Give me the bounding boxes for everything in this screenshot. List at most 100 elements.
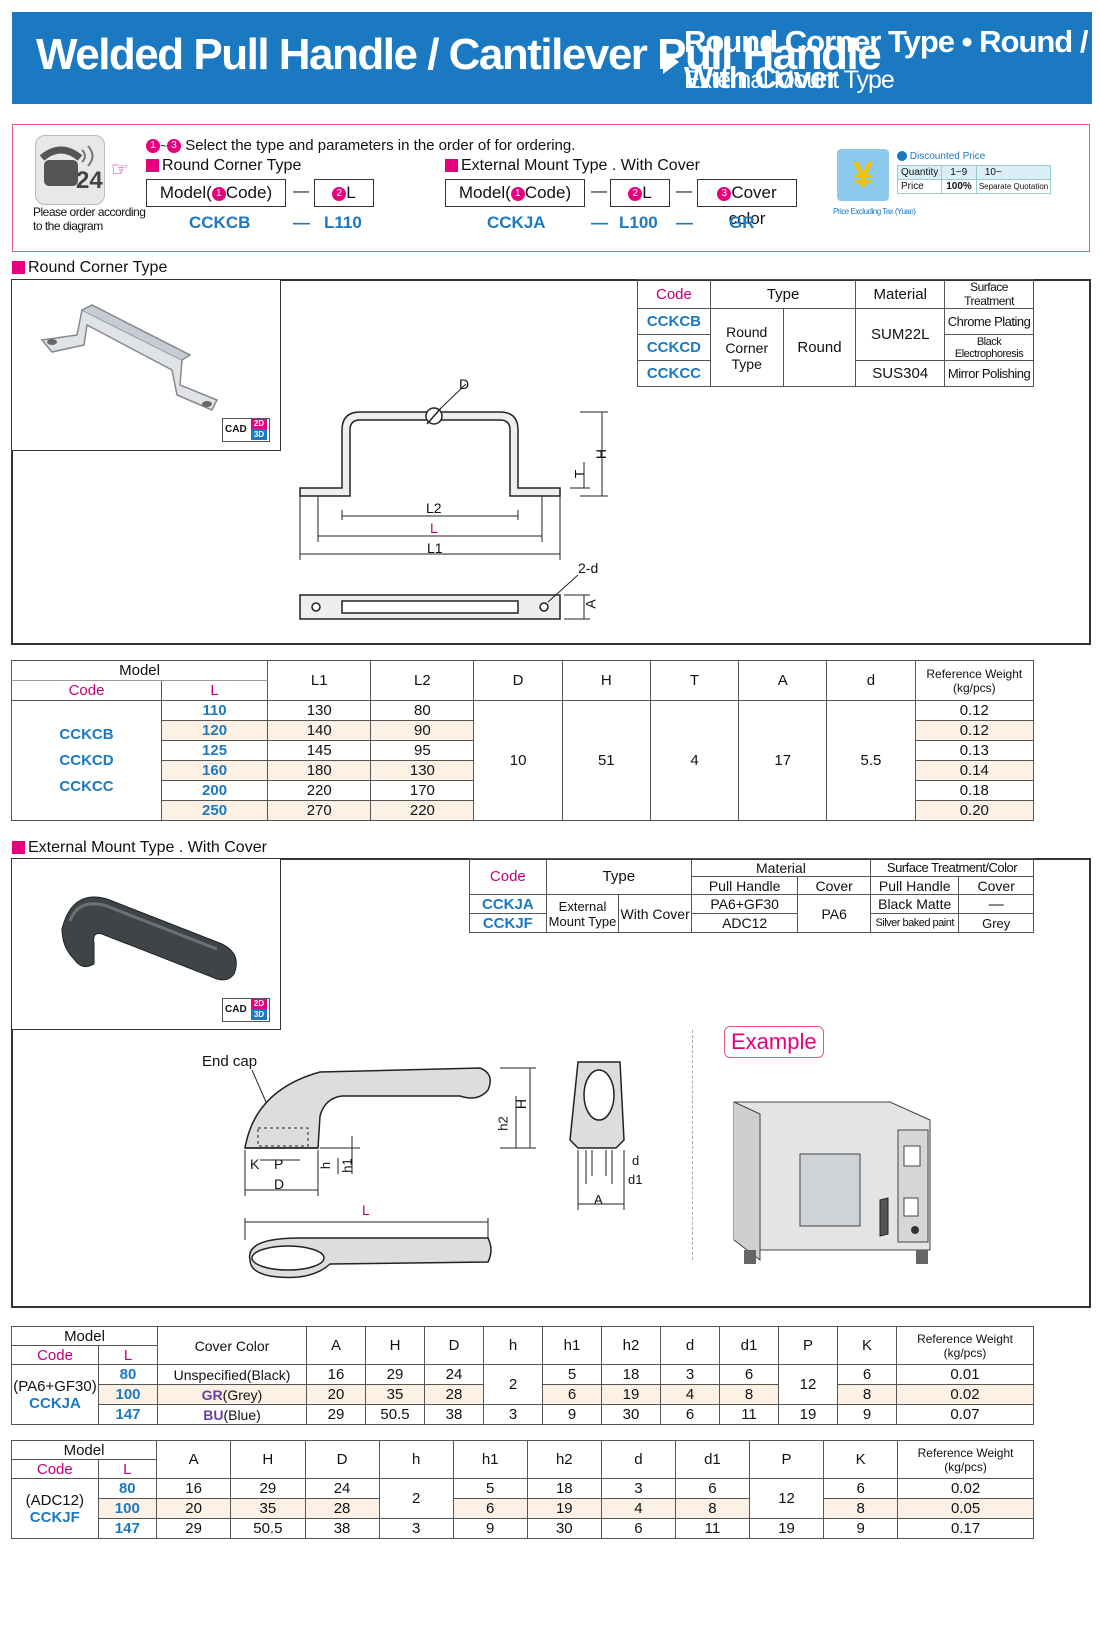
hh-cell: 3 [378,1518,454,1539]
a-cell: 20 [156,1498,232,1519]
h-cell: 35 [230,1498,306,1519]
dash: — [591,213,608,232]
d-cell: 28 [304,1498,380,1519]
dim-d: d [632,1153,640,1168]
l-cell: 147 [98,1404,158,1425]
hh-cell: 2 [378,1478,454,1519]
l-cell: 80 [98,1364,158,1385]
h1-cell: 6 [452,1498,528,1519]
dim-D: D [274,1176,285,1192]
cad-badge[interactable]: CAD 2D 3D [222,418,270,442]
d-cell: 24 [304,1478,380,1499]
hdr-h1: h1 [452,1440,528,1479]
round-corner-section [11,279,1091,645]
d1-cell: 6 [719,1364,779,1385]
round-order-title: Round Corner Type [146,157,301,175]
example-cover: GR [729,213,755,232]
hdr-code: Code [469,858,547,895]
h-cell: 29 [230,1478,306,1499]
dd-cell: 6 [600,1518,676,1539]
surface-cell: Silver baked paint [869,913,960,933]
l-cell: 100 [98,1384,158,1405]
qty-label: Quantity [896,165,943,180]
dim-L: L [362,1202,370,1218]
code-cell: CCKCD [637,334,711,361]
hdr-L2: L2 [370,660,475,701]
example-l: L100 [619,213,658,232]
hdr-cover-color: Cover Color [157,1326,307,1365]
code: CCKCC [59,777,114,795]
h1-cell: 9 [452,1518,528,1539]
page-header: Welded Pull Handle / Cantilever Pull Han… [12,12,1092,104]
external-order-title: External Mount Type . With Cover [445,157,700,175]
dim-K: K [250,1156,260,1172]
hdr-D: D [304,1440,380,1479]
k-cell: 9 [837,1404,897,1425]
weight-cell: 0.13 [914,740,1035,761]
d1-cell: 8 [674,1498,751,1519]
hdr-d1: d1 [719,1326,779,1365]
h2-cell: 18 [601,1364,661,1385]
code-cell: CCKJA [469,894,547,914]
surface-cell: Chrome Plating [944,308,1034,335]
h2-cell: 30 [601,1404,661,1425]
l-cell: 125 [160,740,269,761]
diagram-note-line2: to the diagram [33,219,103,233]
dash: — [676,183,692,200]
dash: — [293,213,310,232]
hdr-L1: L1 [267,660,372,701]
hdr-type: Type [709,279,857,309]
hdr-cover: Cover [958,876,1034,895]
dash: — [676,213,693,232]
a-cell: 29 [306,1404,366,1425]
l2-cell: 220 [370,800,475,821]
dim-L2: L2 [426,500,442,516]
l-cell: 120 [160,720,269,741]
cover-cell: Unspecified(Black) [157,1364,307,1385]
k-cell: 9 [823,1518,899,1539]
example-code: CCKCB [189,213,251,232]
order-instruction: 1~3 Select the type and parameters in th… [146,137,575,154]
d-cell: 38 [304,1518,380,1539]
pointing-hand-icon: ☞ [111,159,129,181]
example-cabinet-image [733,1101,931,1264]
hdr-D: D [473,660,563,701]
hdr-d: d [660,1326,720,1365]
h2-cell: 19 [601,1384,661,1405]
hdr-pull: Pull Handle [690,876,799,895]
hdr-code: Code [11,1459,99,1479]
weight-cell: 0.01 [896,1364,1034,1385]
l-cell: 110 [160,700,269,721]
a-cell: 17 [738,700,828,821]
price-label: Price [896,179,943,194]
round-order-title-text: Round Corner Type [162,157,302,174]
discount-title: Discounted Price [897,151,985,162]
hdr-h2: h2 [526,1440,602,1479]
hdr-l: L [97,1459,158,1479]
hdr-code: Code [637,279,711,309]
external-order-title-text: External Mount Type . With Cover [461,157,700,174]
dd-cell: 3 [600,1478,676,1499]
weight-cell: 0.14 [914,760,1035,781]
p-cell: 12 [748,1478,825,1519]
cad-badge[interactable]: CAD 2D 3D [222,998,270,1022]
dd-cell: 4 [600,1498,676,1519]
section-label: Round Corner Type [12,259,167,277]
dash: — [591,183,607,200]
external-spec-table: Code Type Material Surface Treatment/Col… [469,858,1035,933]
hdr-pull: Pull Handle [869,876,960,895]
hdr-h1: h1 [542,1326,602,1365]
phone-24-icon: 24 [35,135,105,205]
material: (ADC12) [25,1491,84,1509]
hdr-P: P [778,1326,838,1365]
end-cap-label: End cap [202,1053,258,1070]
l-cell: 147 [97,1518,158,1539]
weight-cell: 0.18 [914,780,1035,801]
cckja-size-table: Model Cover Color A H D h h1 h2 d d1 P K… [11,1326,1034,1425]
h1-cell: 6 [542,1384,602,1405]
dd-cell: 6 [660,1404,720,1425]
hdr-material: Material [690,858,871,877]
